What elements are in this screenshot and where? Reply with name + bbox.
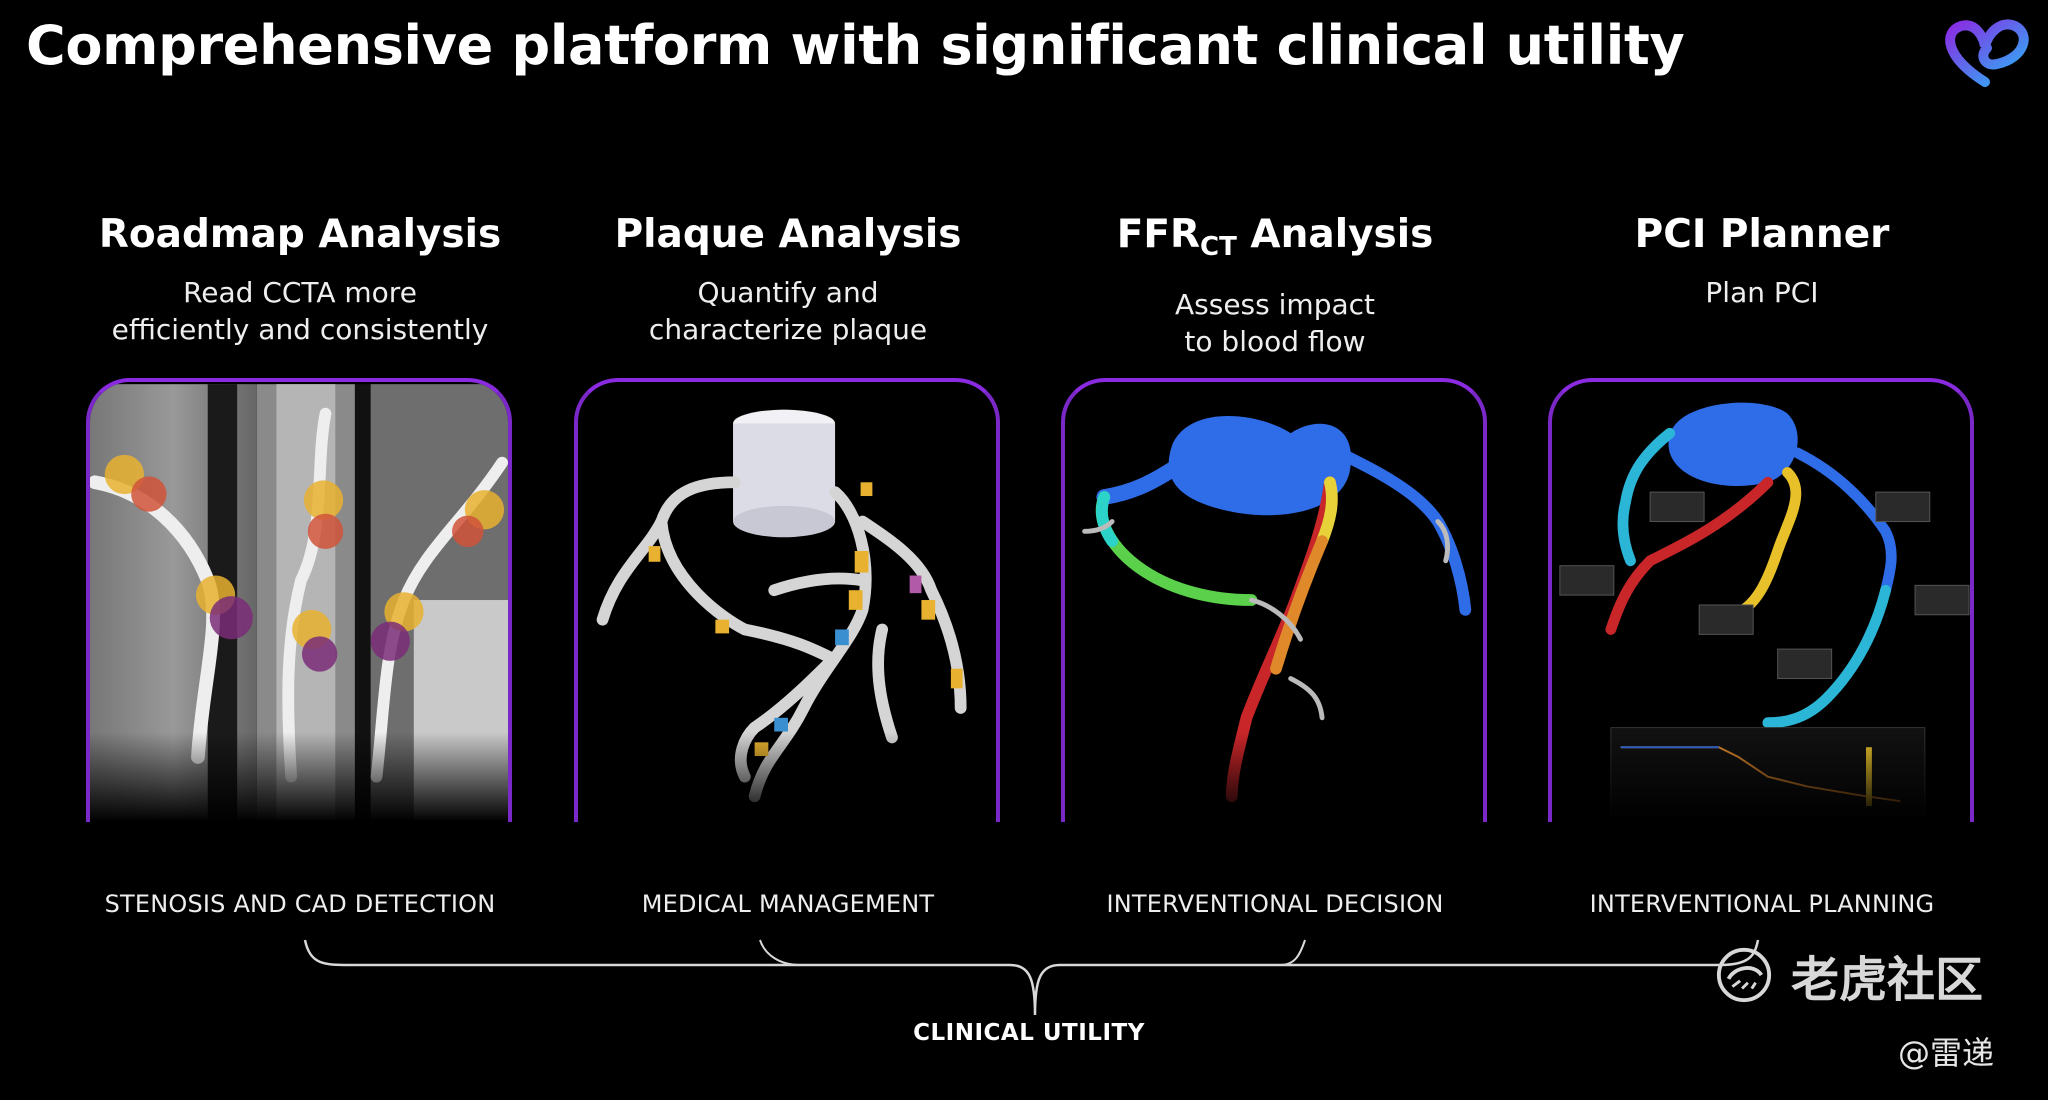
utility-label-interventional-planning: INTERVENTIONAL PLANNING xyxy=(1589,890,1935,918)
column-plaque: Plaque Analysis Quantify and characteriz… xyxy=(538,208,1038,348)
column-title: PCI Planner xyxy=(1634,212,1890,257)
ffrct-image xyxy=(1061,378,1487,822)
tiger-community-icon xyxy=(1716,947,1772,1003)
pci-planner-illustration xyxy=(1559,402,1970,817)
heart-infinity-icon xyxy=(1945,19,2029,87)
roadmap-image xyxy=(86,378,512,822)
ffrct-flow-illustration xyxy=(1082,416,1472,803)
utility-label-interventional-decision: INTERVENTIONAL DECISION xyxy=(1106,890,1444,918)
watermark-handle: @雷递 xyxy=(1898,1034,1995,1072)
pci-planner-image xyxy=(1548,378,1974,822)
column-subtitle: Assess impact to blood flow xyxy=(1175,288,1375,358)
column-ffrct: FFRCT Analysis Assess impact to blood fl… xyxy=(1025,208,1525,360)
column-roadmap: Roadmap Analysis Read CCTA more efficien… xyxy=(50,208,550,348)
column-subtitle: Plan PCI xyxy=(1705,276,1819,309)
plaque-image xyxy=(574,378,1000,822)
column-pci-planner: PCI Planner Plan PCI xyxy=(1512,208,2012,311)
column-title: FFRCT Analysis xyxy=(1116,212,1434,262)
clinical-utility-brace xyxy=(303,939,1760,1016)
watermark-text: 老虎社区 xyxy=(1791,952,1984,1008)
column-title: Roadmap Analysis xyxy=(98,212,502,257)
utility-label-stenosis: STENOSIS AND CAD DETECTION xyxy=(104,890,496,918)
ct-scan-illustration xyxy=(90,384,508,820)
column-subtitle: Quantify and characterize plaque xyxy=(648,276,928,346)
column-title: Plaque Analysis xyxy=(614,212,962,257)
column-subtitle: Read CCTA more efficiently and consisten… xyxy=(111,276,489,346)
utility-label-medical: MEDICAL MANAGEMENT xyxy=(641,890,935,918)
coronary-tree-plaque-illustration xyxy=(596,409,967,803)
clinical-utility-label: CLINICAL UTILITY xyxy=(913,1020,1145,1046)
page-title: Comprehensive platform with significant … xyxy=(26,14,1685,77)
watermark: 老虎社区 xyxy=(1715,945,2015,1008)
